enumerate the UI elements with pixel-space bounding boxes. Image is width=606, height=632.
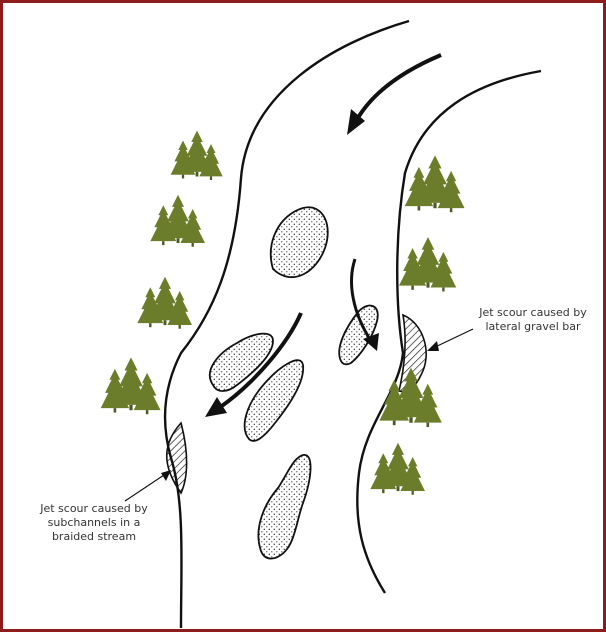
tree-cluster-2: [150, 195, 205, 247]
annotation-lateral-gravel-bar: Jet scour caused by lateral gravel bar: [463, 306, 603, 334]
tree-cluster-3: [137, 277, 192, 329]
tree-cluster-6: [399, 237, 456, 291]
annotation-braided-stream: Jet scour caused by subchannels in a bra…: [19, 502, 169, 544]
leader-braided: [125, 470, 171, 501]
tree-cluster-8: [370, 443, 425, 495]
flow-arrow-top: [347, 55, 441, 135]
tree-cluster-7: [379, 368, 441, 427]
tree-cluster-1: [171, 131, 223, 181]
tree-cluster-4: [101, 357, 161, 414]
gravel-bar-lower: [258, 455, 310, 559]
gravel-bar-left-middle: [210, 334, 273, 391]
tree-cluster-5: [405, 155, 465, 212]
gravel-bar-upper: [271, 207, 328, 277]
scour-zone-braided: [167, 423, 187, 493]
